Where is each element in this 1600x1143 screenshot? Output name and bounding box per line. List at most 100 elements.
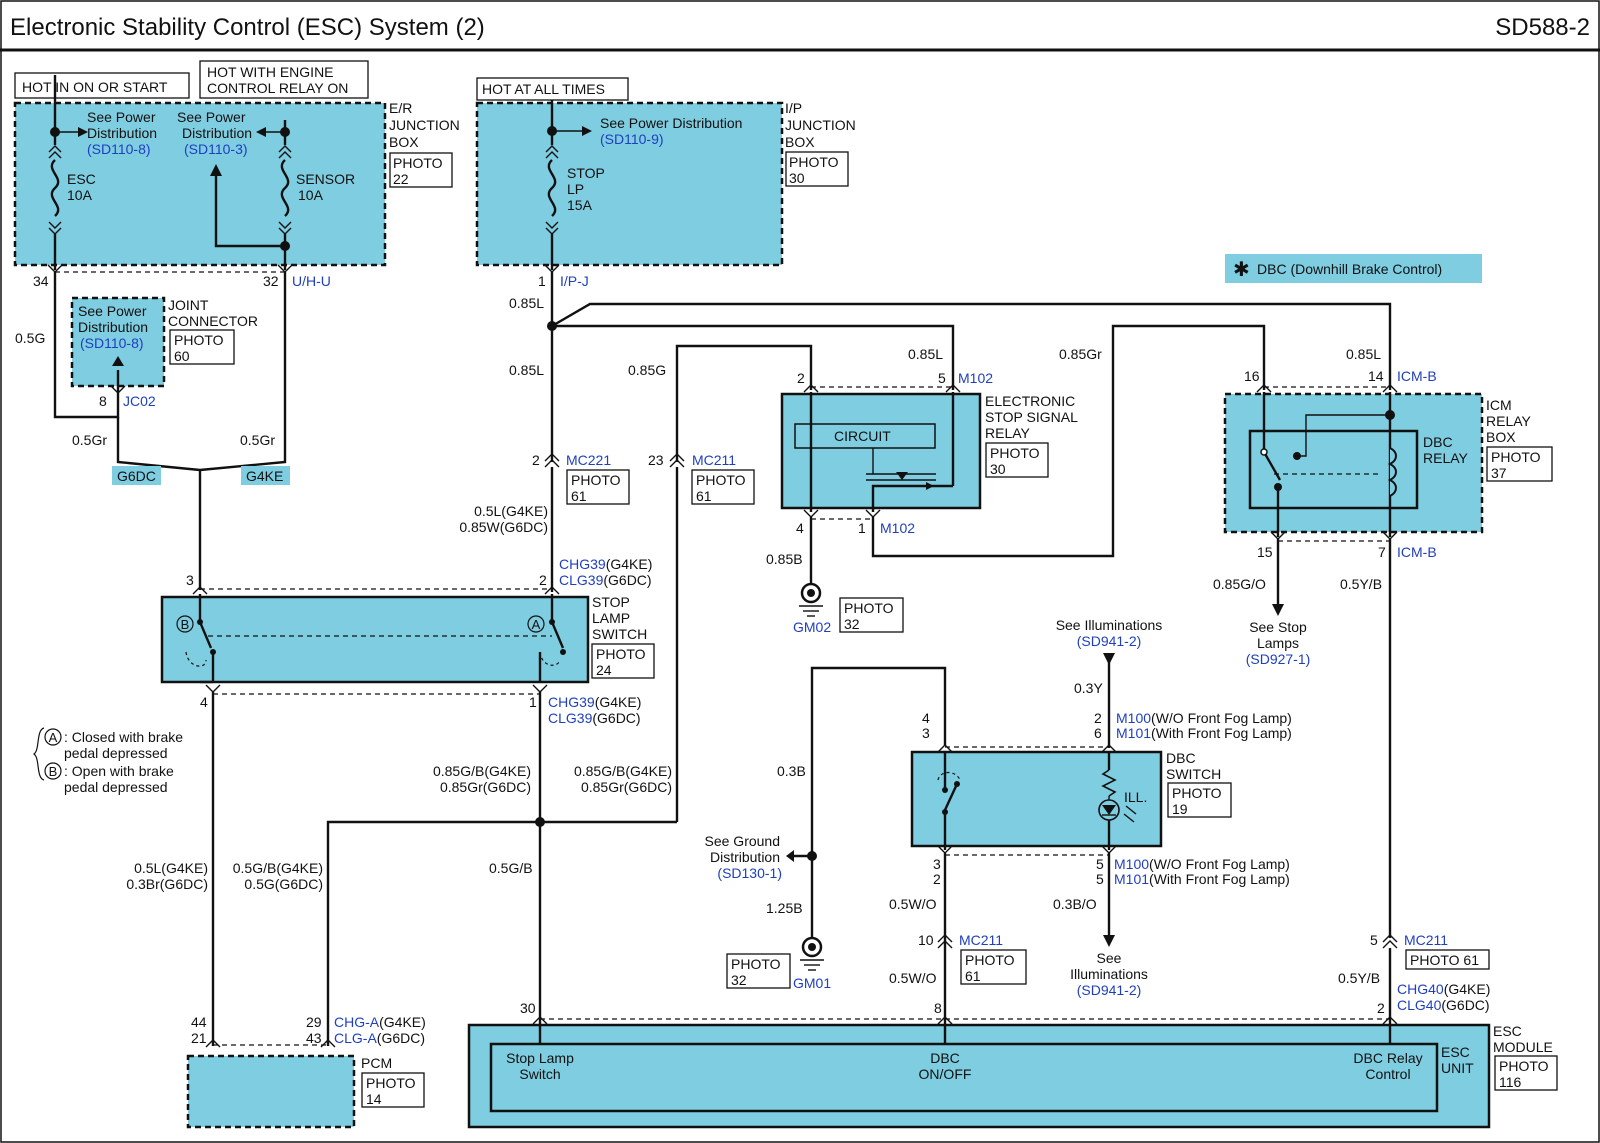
dbc-top-m100-sfx: (W/O Front Fog Lamp) xyxy=(1151,710,1292,726)
switch-a-mark xyxy=(527,615,545,633)
wire-05WO-bot-label: 0.5W/O xyxy=(889,970,937,986)
relay-fet-arrow xyxy=(896,472,908,480)
wire-085G-label: 0.85G xyxy=(628,362,666,378)
jc-photo-1: PHOTO xyxy=(174,332,224,348)
icm-bot-name: ICM-B xyxy=(1397,544,1437,560)
esc-dbc-relay-1: DBC Relay xyxy=(1353,1050,1422,1066)
er-fuse-sensor-top xyxy=(278,145,292,159)
er-photo-1: PHOTO xyxy=(393,155,443,171)
icm-splice xyxy=(1385,410,1395,420)
relay-name-3: RELAY xyxy=(985,425,1031,441)
m102-top-pin-r-mark xyxy=(945,384,961,393)
dbc-bot-pin-d: 5 xyxy=(1096,871,1104,887)
dbc-switch-name-2: SWITCH xyxy=(1166,766,1221,782)
wire-085GO-label: 0.85G/O xyxy=(1213,576,1266,592)
dbc-top-pin-b: 3 xyxy=(922,725,930,741)
dbc-top-m101-sfx: (With Front Fog Lamp) xyxy=(1151,725,1292,741)
icm-top-name: ICM-B xyxy=(1397,368,1437,384)
dbc-note-icon: ✱ xyxy=(1233,259,1250,281)
wire-05G xyxy=(53,272,120,419)
wire-125B-label: 1.25B xyxy=(766,900,803,916)
esc-module-name-2: MODULE xyxy=(1493,1039,1553,1055)
dbc-ill-resistor xyxy=(1101,769,1117,797)
icm-photo-1: PHOTO xyxy=(1491,449,1541,465)
jc-see-power-1: See Power xyxy=(78,303,147,319)
legend-b-text-1: : Open with brake xyxy=(64,763,174,779)
icm-top-pin-r-mark xyxy=(1382,384,1398,393)
svg-text:M101(With Front Fog Lamp): M101(With Front Fog Lamp) xyxy=(1116,725,1292,741)
engine-tag-g6dc-text: G6DC xyxy=(117,468,156,484)
ip-see-power: See Power Distribution xyxy=(600,115,742,131)
dbc-relay-name-1: DBC xyxy=(1423,434,1453,450)
supply-text-hot-at-all-times: HOT AT ALL TIMES xyxy=(482,81,605,97)
mc211-b-name: MC211 xyxy=(959,932,1003,948)
ip-box-name-1: I/P xyxy=(785,100,802,116)
esc-pin-a-mark xyxy=(532,1016,548,1025)
chg39-top-name2: CLG39 xyxy=(559,572,604,588)
icm-coil xyxy=(1387,447,1397,497)
mc211-b-pin: 10 xyxy=(918,932,934,948)
see-stop-lamps-1: See Stop xyxy=(1249,619,1307,635)
chg39-top-pin-l: 3 xyxy=(186,572,194,588)
gm01-photo-1: PHOTO xyxy=(731,956,781,972)
jc-see-power-ref: (SD110-8) xyxy=(80,335,144,351)
wire-085Gr-left-label: 0.85Gr(G6DC) xyxy=(440,779,531,795)
relay-diode xyxy=(926,482,934,490)
pcm-pin-b: 21 xyxy=(191,1030,207,1046)
icm-name-1: ICM xyxy=(1486,397,1512,413)
dbc-top-m100: M100 xyxy=(1116,710,1151,726)
see-ground-1: See Ground xyxy=(705,833,781,849)
dbc-relay-block xyxy=(1248,429,1419,510)
gm01-label: GM01 xyxy=(793,975,831,991)
supply-text-hot-engine-2: CONTROL RELAY ON xyxy=(207,80,348,96)
icm-relay-box: 16 14 ICM-B DBC RELAY ICM RELAY BOX PHOT… xyxy=(1223,368,1553,560)
er-junction-box: HOT IN ON OR START HOT WITH ENGINE CONTR… xyxy=(13,60,460,289)
mc221-photo xyxy=(566,469,630,505)
chg39-bot-name1-sfx: (G4KE) xyxy=(595,694,642,710)
er-box-name-3: BOX xyxy=(389,134,419,150)
icm-photo-2: 37 xyxy=(1491,465,1507,481)
er-box-name-1: E/R xyxy=(389,100,412,116)
pcm-name: PCM xyxy=(361,1055,392,1071)
jc-name-2: CONNECTOR xyxy=(168,313,258,329)
supply-label-hot-engine xyxy=(199,60,369,99)
mc211-c-photo xyxy=(1405,949,1490,970)
m102-bot-name: M102 xyxy=(880,520,915,536)
stop-switch-name-1: STOP xyxy=(592,594,630,610)
mc221-pin: 2 xyxy=(532,452,540,468)
er-box-name-2: JUNCTION xyxy=(389,117,460,133)
er-fuse-sensor-name: SENSOR xyxy=(296,171,355,187)
er-arrow-left xyxy=(78,127,88,137)
jc-connector: JC02 xyxy=(123,393,156,409)
mc211-c-photo-text: PHOTO 61 xyxy=(1410,952,1479,968)
esc-unit-2: UNIT xyxy=(1441,1060,1474,1076)
er-see-power-2b: Distribution xyxy=(182,125,252,141)
legend-a-mark-text: A xyxy=(49,730,58,745)
dbc-switch-photo-2: 19 xyxy=(1172,801,1188,817)
see-illum-bot-1: See xyxy=(1097,950,1122,966)
legend-b-text-2: pedal depressed xyxy=(64,779,168,795)
dbc-switch-body xyxy=(910,750,1163,848)
stop-switch-photo xyxy=(591,643,655,679)
wire-05G-label: 0.5G xyxy=(15,330,45,346)
icm-name-3: BOX xyxy=(1486,429,1516,445)
mc221-mark xyxy=(544,453,560,468)
stop-switch-name-3: SWITCH xyxy=(592,626,647,642)
chg39-top-pin-l-mark xyxy=(192,586,208,595)
mc221-photo-1: PHOTO xyxy=(571,472,621,488)
stop-switch-photo-1: PHOTO xyxy=(596,646,646,662)
gm02-label: GM02 xyxy=(793,619,831,635)
er-fuse-esc xyxy=(50,159,60,217)
svg-text:CLG-A(G6DC): CLG-A(G6DC) xyxy=(334,1030,425,1046)
relay-name-2: STOP SIGNAL xyxy=(985,409,1078,425)
relay-photo-2: 30 xyxy=(990,461,1006,477)
wire-085W-g6dc-label: 0.85W(G6DC) xyxy=(459,519,548,535)
see-illum-bot-ref: (SD941-2) xyxy=(1077,982,1142,998)
gm02-photo-2: 32 xyxy=(844,616,860,632)
er-arrow-right xyxy=(256,127,266,137)
icm-top-pin-r: 14 xyxy=(1368,368,1384,384)
wire-05L-pcm-label: 0.5L(G4KE) xyxy=(134,860,208,876)
ip-box-name-2: JUNCTION xyxy=(785,117,856,133)
wire-05Gr-right-label: 0.5Gr xyxy=(240,432,275,448)
legend-brace xyxy=(32,727,45,781)
